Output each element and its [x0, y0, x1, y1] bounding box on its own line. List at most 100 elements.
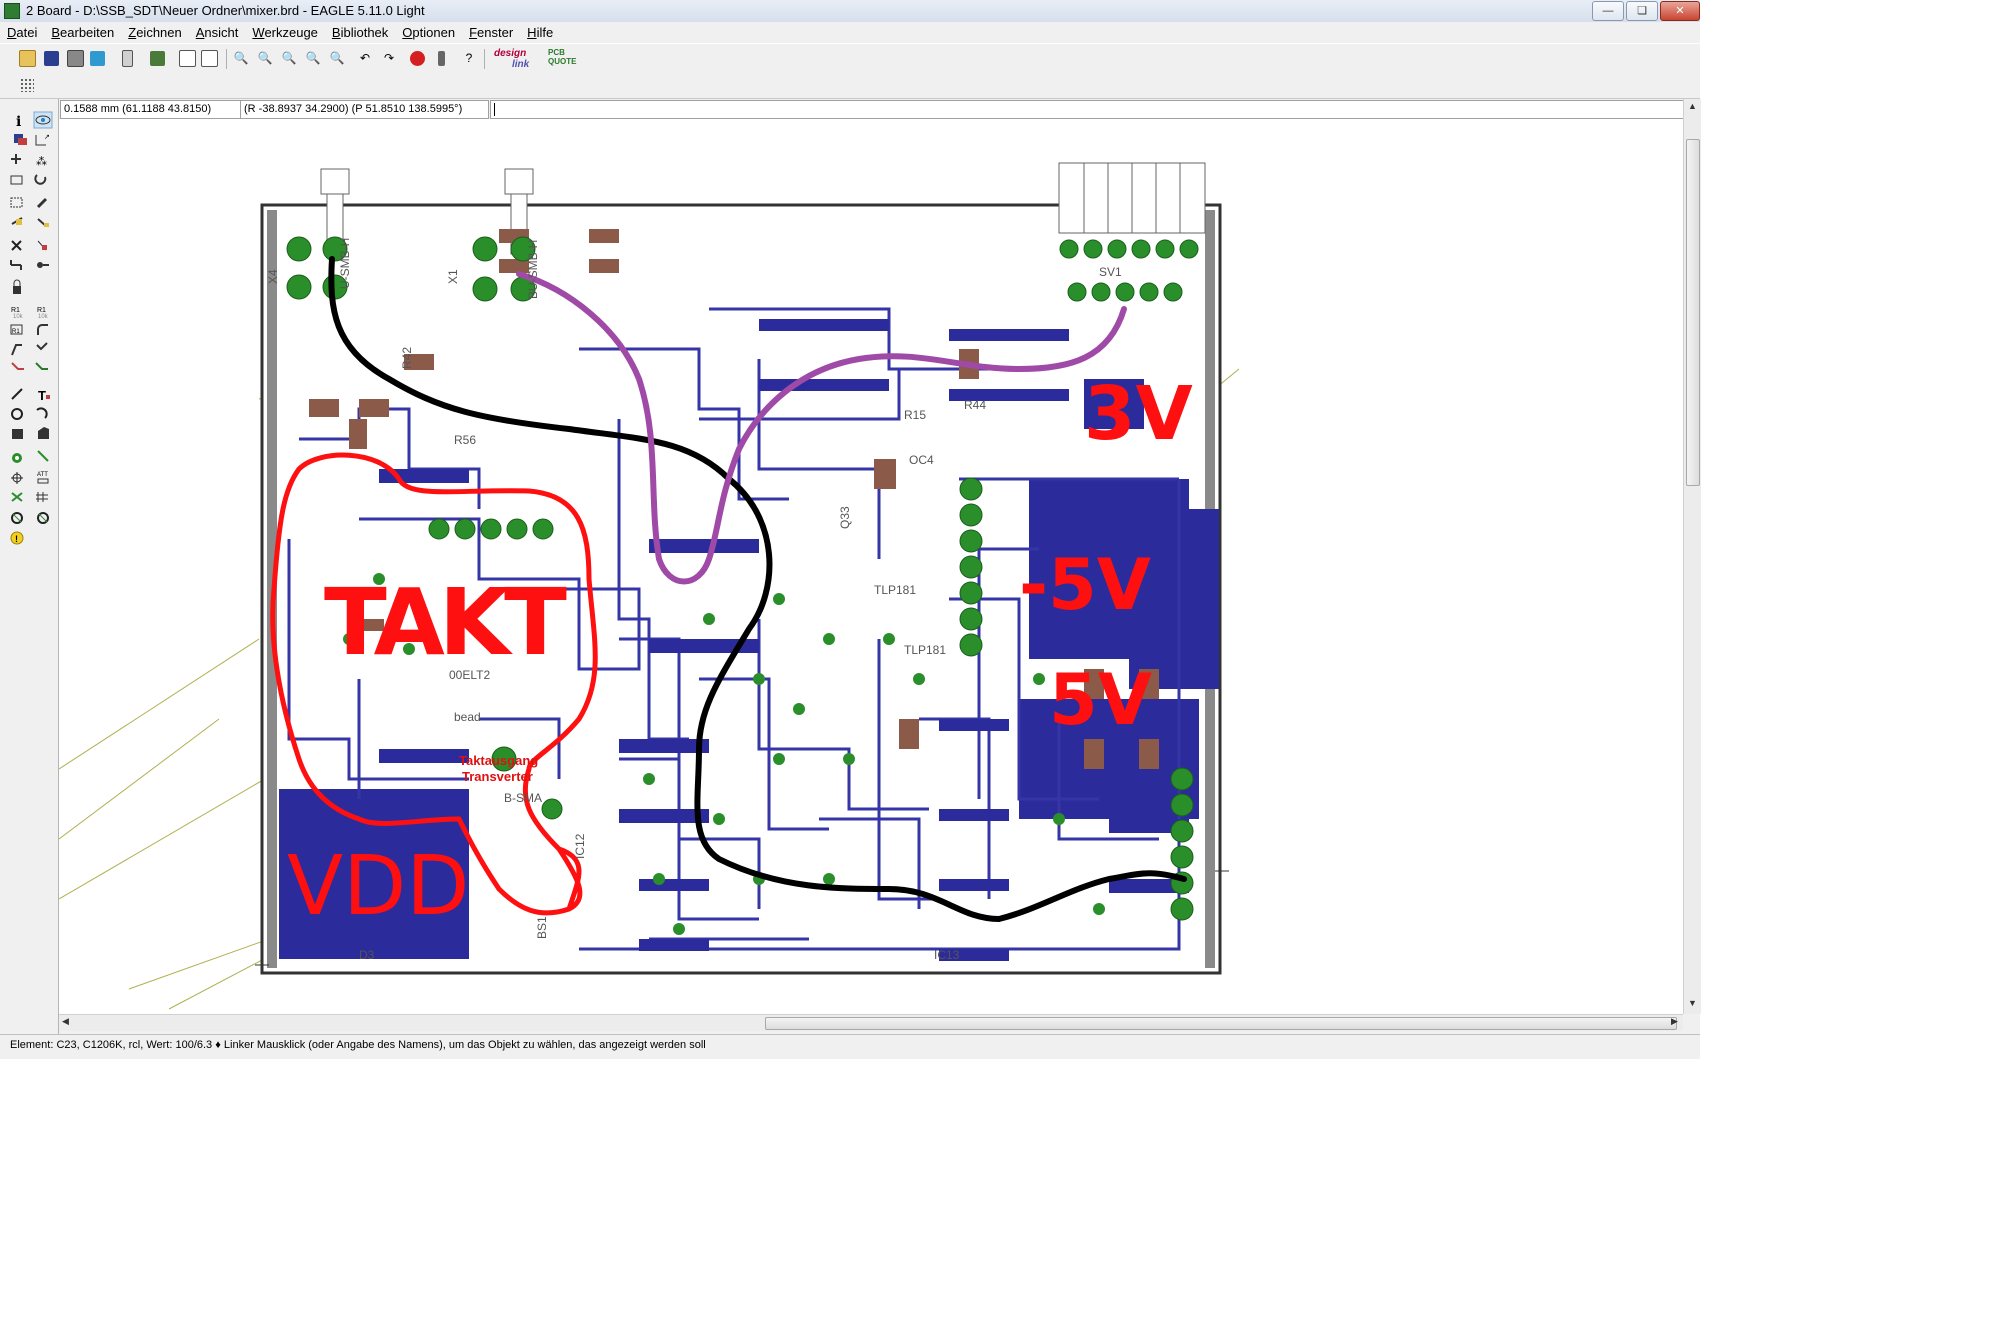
- menu-optionen[interactable]: Optionen: [402, 24, 456, 40]
- auto-icon[interactable]: [36, 492, 48, 502]
- redo-icon[interactable]: ↷: [383, 51, 395, 65]
- zoom-in-icon[interactable]: 🔍: [257, 51, 273, 65]
- label-ic13: IC13: [934, 948, 960, 962]
- display-icon[interactable]: [14, 134, 27, 145]
- horizontal-scroll-thumb[interactable]: [765, 1017, 1677, 1030]
- scroll-left-icon[interactable]: ◀: [62, 1016, 69, 1026]
- lock-icon[interactable]: [13, 279, 21, 294]
- signal-icon[interactable]: [37, 450, 49, 462]
- label-x4: X4: [266, 269, 280, 284]
- split-icon[interactable]: [11, 344, 22, 356]
- svg-text:10k: 10k: [13, 314, 24, 320]
- mirror-icon[interactable]: [10, 175, 23, 185]
- move-icon[interactable]: [11, 154, 21, 164]
- scroll-down-icon[interactable]: ▼: [1688, 998, 1697, 1008]
- drc-icon[interactable]: [37, 512, 49, 524]
- add-icon[interactable]: [37, 240, 47, 251]
- vertical-scrollbar[interactable]: ▲ ▼: [1683, 99, 1701, 1014]
- script-icon[interactable]: [178, 49, 196, 67]
- coordinate-display: 0.1588 mm (61.1188 43.8150): [60, 100, 241, 119]
- miter-icon[interactable]: [37, 324, 48, 335]
- ulp-icon[interactable]: [118, 49, 136, 67]
- grid-icon[interactable]: [20, 78, 34, 92]
- svg-text:i: i: [16, 114, 21, 130]
- undo-icon[interactable]: ↶: [359, 51, 371, 65]
- eagle-app-icon: [4, 3, 20, 19]
- circle-icon[interactable]: [11, 408, 23, 420]
- board-canvas[interactable]: TAKT VDD 3V -5V 5V Taktausgang Transvert…: [59, 119, 1683, 1014]
- scroll-up-icon[interactable]: ▲: [1688, 101, 1697, 111]
- menu-werkzeuge[interactable]: Werkzeuge: [252, 24, 318, 40]
- label-q33: Q33: [838, 506, 852, 529]
- menu-bearbeiten[interactable]: Bearbeiten: [51, 24, 115, 40]
- close-button[interactable]: ✕: [1660, 1, 1700, 21]
- paste-icon[interactable]: [11, 217, 23, 225]
- errors-icon[interactable]: !: [10, 531, 24, 545]
- zoom-fit-icon[interactable]: 🔍: [233, 51, 249, 65]
- zoom-select-icon[interactable]: 🔍: [329, 51, 345, 65]
- via-icon[interactable]: [12, 453, 22, 463]
- save-icon[interactable]: [42, 49, 60, 67]
- rect-icon[interactable]: [12, 429, 23, 439]
- run-icon[interactable]: [200, 49, 218, 67]
- horizontal-scrollbar[interactable]: ◀ ▶: [59, 1014, 1683, 1031]
- polygon-icon[interactable]: [38, 427, 49, 439]
- copper-pours: [279, 379, 1219, 959]
- ripup-icon[interactable]: [35, 362, 48, 370]
- cam-icon[interactable]: [88, 49, 106, 67]
- takt-out-label-1: Taktausgang: [459, 753, 538, 768]
- menu-bibliothek[interactable]: Bibliothek: [331, 24, 389, 40]
- route-icon[interactable]: [11, 362, 24, 370]
- help-icon[interactable]: ?: [465, 51, 473, 65]
- black-marker-path: [328, 256, 1187, 923]
- replace-icon[interactable]: [37, 262, 49, 268]
- label-tlp181-1: TLP181: [874, 583, 916, 597]
- text-icon[interactable]: T: [38, 388, 50, 403]
- show-icon[interactable]: [33, 111, 53, 129]
- status-bar: Element: C23, C1206K, rcl, Wert: 100/6.3…: [0, 1034, 1700, 1059]
- scroll-right-icon[interactable]: ▶: [1671, 1016, 1678, 1026]
- zoom-redraw-icon[interactable]: 🔍: [305, 51, 321, 65]
- library-icon[interactable]: [148, 49, 166, 67]
- label-ic12: IC12: [573, 833, 587, 859]
- erc-icon[interactable]: [11, 512, 23, 524]
- attribute-icon[interactable]: ATT: [37, 472, 49, 484]
- copy-icon[interactable]: ⁂: [36, 156, 47, 168]
- print-icon[interactable]: [66, 49, 84, 67]
- stop-icon[interactable]: [408, 49, 426, 67]
- optimize-icon[interactable]: [36, 342, 48, 351]
- delete-icon[interactable]: [11, 240, 22, 251]
- pinswap-icon[interactable]: [10, 260, 22, 270]
- go-icon[interactable]: [432, 49, 450, 67]
- command-input[interactable]: [490, 100, 1684, 119]
- wire-icon[interactable]: [11, 388, 23, 400]
- eagle-window: 2 Board - D:\SSB_SDT\Neuer Ordner\mixer.…: [0, 0, 1701, 1059]
- designlink-button[interactable]: design link: [494, 48, 529, 70]
- info-icon[interactable]: i: [16, 114, 21, 130]
- arc-icon[interactable]: [36, 407, 48, 419]
- value-icon[interactable]: R1: [10, 324, 23, 335]
- vertical-scroll-thumb[interactable]: [1686, 139, 1700, 486]
- maximize-button[interactable]: ❏: [1626, 1, 1658, 21]
- zoom-out-icon[interactable]: 🔍: [281, 51, 297, 65]
- open-icon[interactable]: [18, 49, 36, 67]
- menu-hilfe[interactable]: Hilfe: [527, 24, 554, 40]
- pcbquote-button[interactable]: PCB QUOTE: [548, 48, 576, 66]
- mark-icon[interactable]: ↗: [35, 134, 50, 146]
- rotate-icon[interactable]: [34, 174, 47, 185]
- change-icon[interactable]: [36, 197, 48, 209]
- cut-icon[interactable]: [37, 218, 49, 227]
- minimize-button[interactable]: —: [1592, 1, 1624, 21]
- hole-icon[interactable]: [11, 472, 23, 484]
- menu-datei[interactable]: Datei: [7, 24, 38, 40]
- thru-pads: [286, 236, 1199, 921]
- ratsnest-icon[interactable]: [11, 492, 23, 502]
- menu-zeichnen[interactable]: Zeichnen: [128, 24, 182, 40]
- menu-fenster[interactable]: Fenster: [469, 24, 514, 40]
- group-icon[interactable]: [10, 197, 23, 208]
- menu-ansicht[interactable]: Ansicht: [195, 24, 239, 40]
- svg-text:R1: R1: [12, 329, 20, 335]
